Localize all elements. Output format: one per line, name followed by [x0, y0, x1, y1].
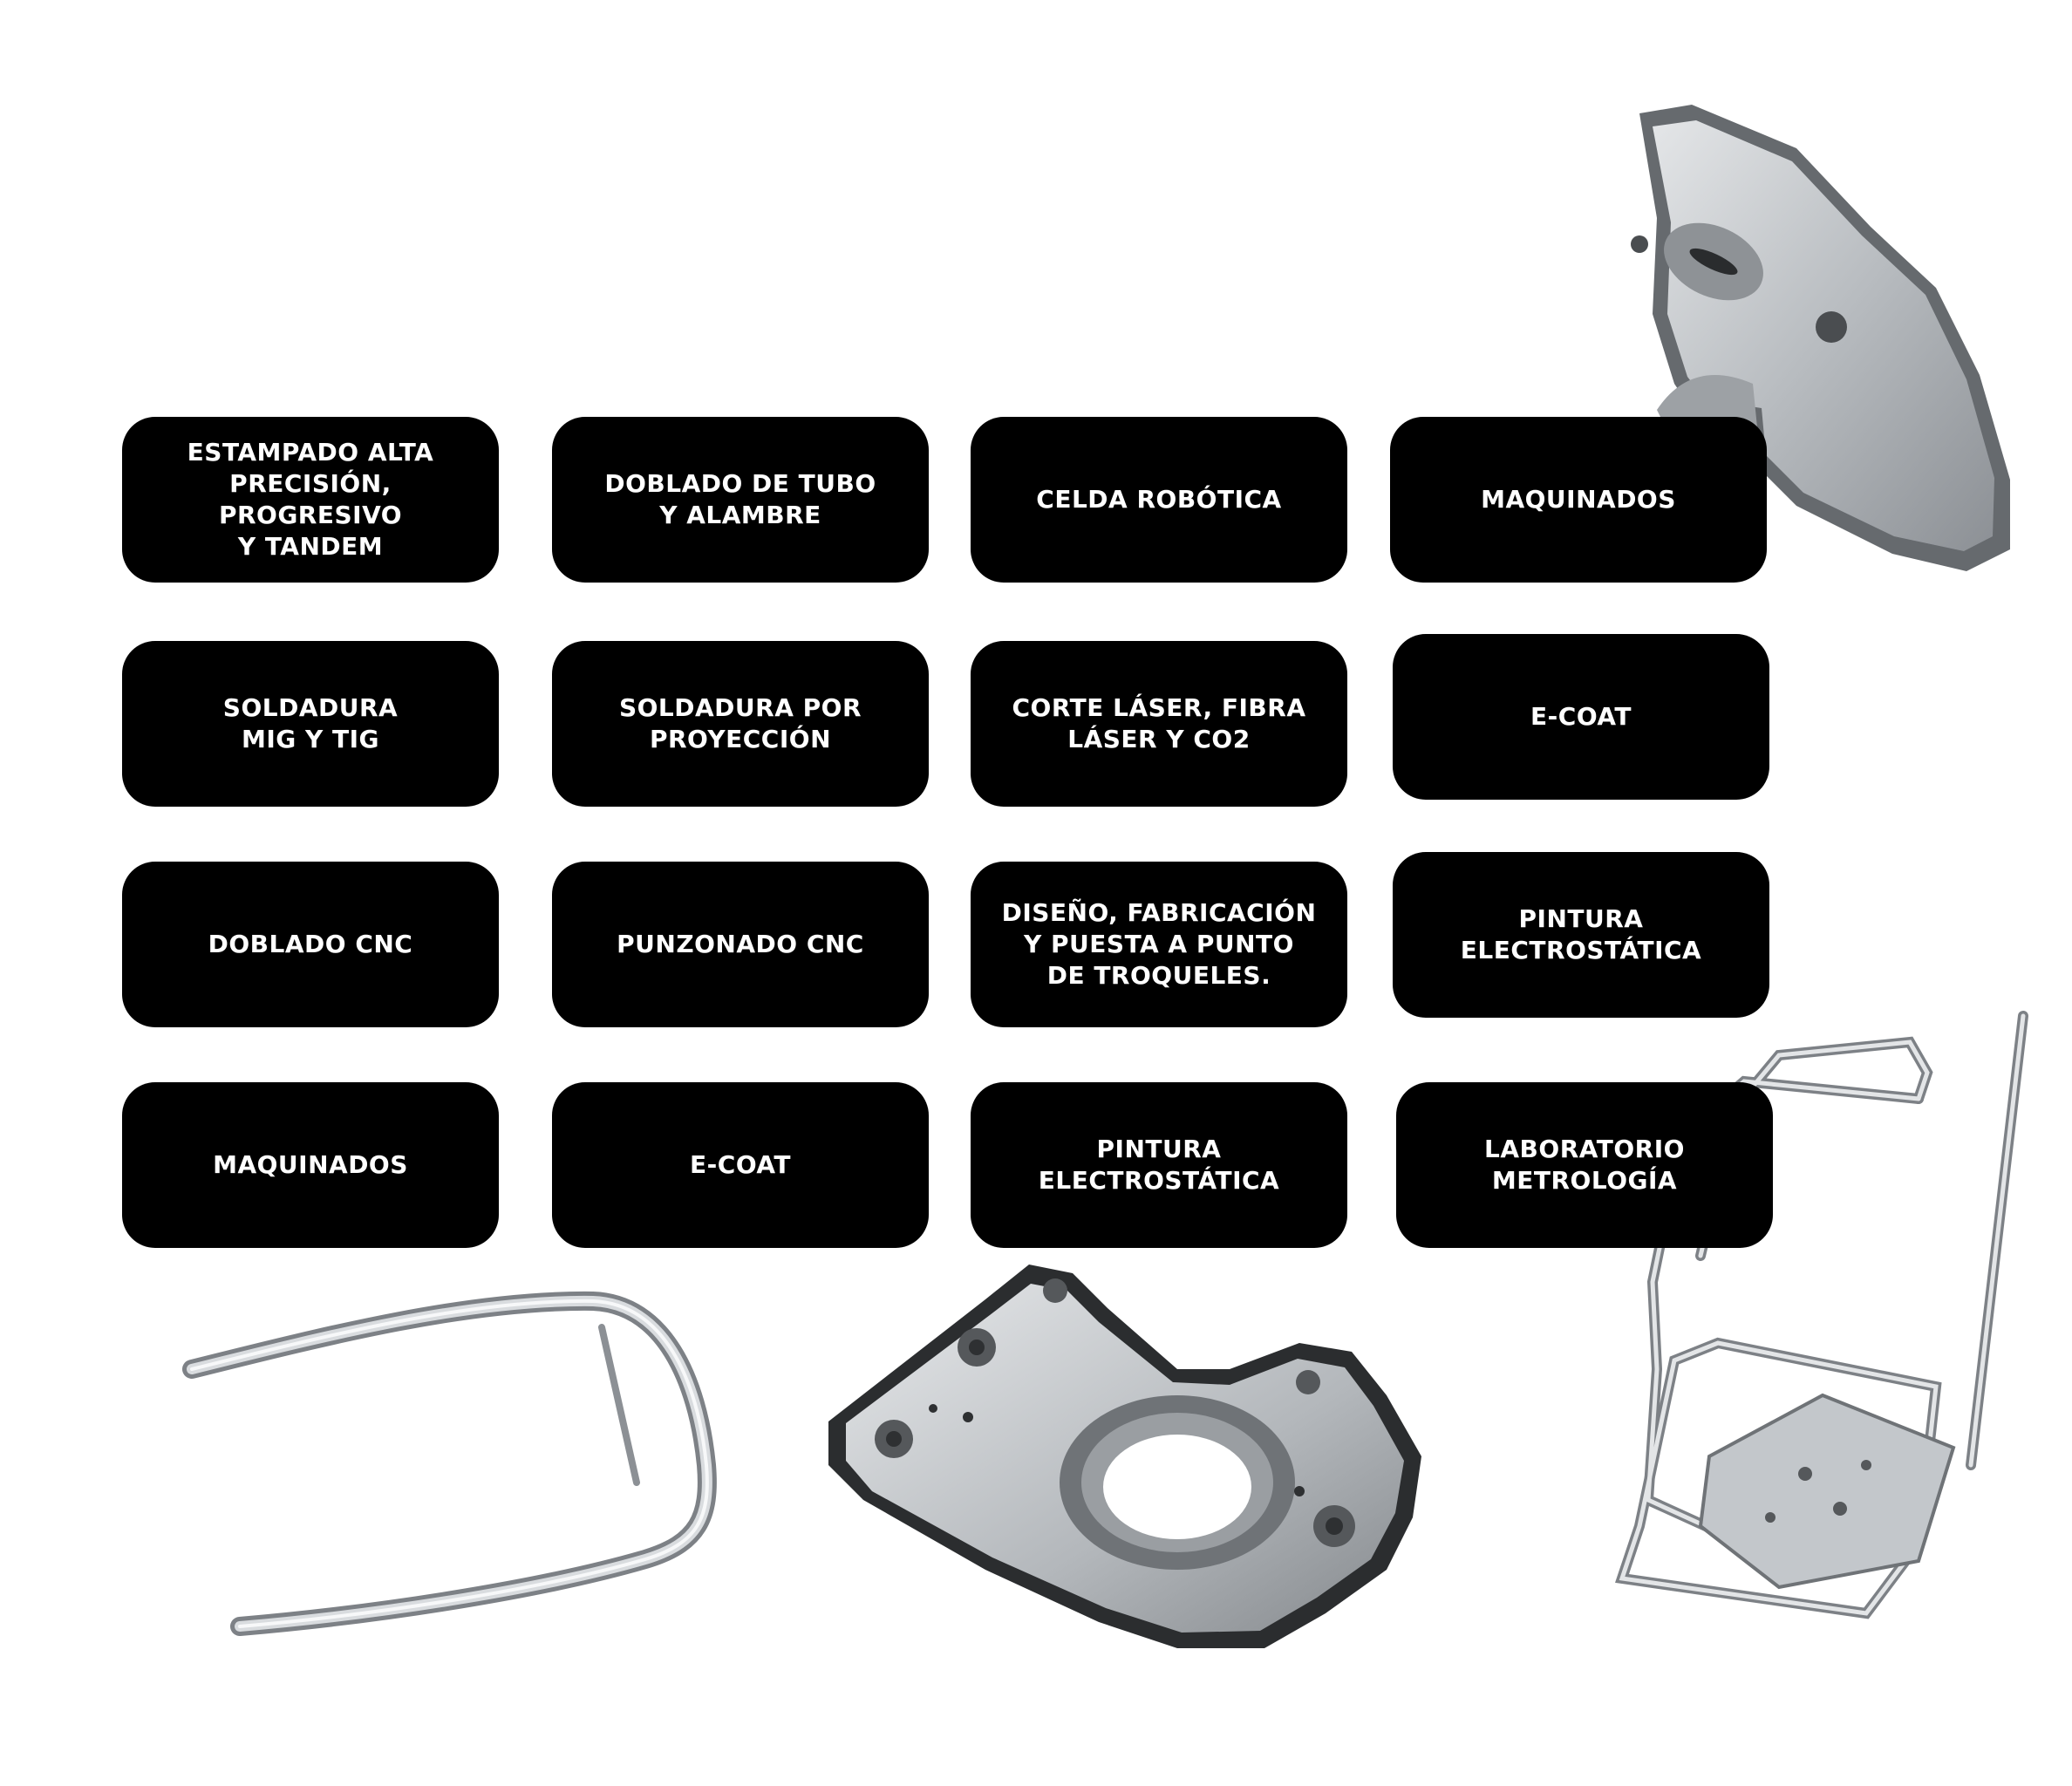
service-label: E-COAT [690, 1150, 791, 1179]
bent-tube-image [182, 1291, 717, 1636]
service-tile: SOLDADURA MIG Y TIG [122, 641, 499, 807]
service-tile: MAQUINADOS [1390, 417, 1767, 583]
service-tile: MAQUINADOS [122, 1082, 499, 1248]
service-label: PINTURA ELECTROSTÁTICA [1460, 904, 1702, 965]
service-label: DOBLADO CNC [208, 930, 413, 958]
service-tile: E-COAT [552, 1082, 929, 1248]
service-tile: DOBLADO CNC [122, 862, 499, 1027]
service-tile: DOBLADO DE TUBO Y ALAMBRE [552, 417, 929, 583]
service-label: CORTE LÁSER, FIBRA LÁSER Y CO2 [1012, 693, 1306, 753]
service-label: MAQUINADOS [213, 1150, 408, 1179]
service-tile: PUNZONADO CNC [552, 862, 929, 1027]
service-tile: E-COAT [1393, 634, 1769, 800]
service-tile: DISEÑO, FABRICACIÓN Y PUESTA A PUNTO DE … [971, 862, 1347, 1027]
service-tile: CORTE LÁSER, FIBRA LÁSER Y CO2 [971, 641, 1347, 807]
stamped-bracket-image [1631, 105, 2010, 571]
service-label: PUNZONADO CNC [617, 930, 864, 958]
service-label: SOLDADURA MIG Y TIG [222, 693, 399, 753]
service-tile: CELDA ROBÓTICA [971, 417, 1347, 583]
service-tile: PINTURA ELECTROSTÁTICA [971, 1082, 1347, 1248]
service-label: E-COAT [1530, 702, 1632, 731]
service-label: LABORATORIO METROLOGÍA [1484, 1135, 1685, 1195]
service-label: ESTAMPADO ALTA PRECISIÓN, PROGRESIVO Y T… [187, 438, 434, 561]
stamped-flange-plate-image [828, 1265, 1421, 1648]
service-label: DOBLADO DE TUBO Y ALAMBRE [604, 469, 876, 529]
service-label: DISEÑO, FABRICACIÓN Y PUESTA A PUNTO DE … [1001, 898, 1317, 990]
service-tile: PINTURA ELECTROSTÁTICA [1393, 852, 1769, 1018]
service-label: SOLDADURA POR PROYECCIÓN [618, 693, 862, 753]
service-label: CELDA ROBÓTICA [1036, 485, 1282, 514]
service-tile: LABORATORIO METROLOGÍA [1396, 1082, 1773, 1248]
service-label: MAQUINADOS [1481, 485, 1676, 514]
service-label: PINTURA ELECTROSTÁTICA [1038, 1135, 1280, 1195]
service-tile: ESTAMPADO ALTA PRECISIÓN, PROGRESIVO Y T… [122, 417, 499, 583]
service-tile: SOLDADURA POR PROYECCIÓN [552, 641, 929, 807]
